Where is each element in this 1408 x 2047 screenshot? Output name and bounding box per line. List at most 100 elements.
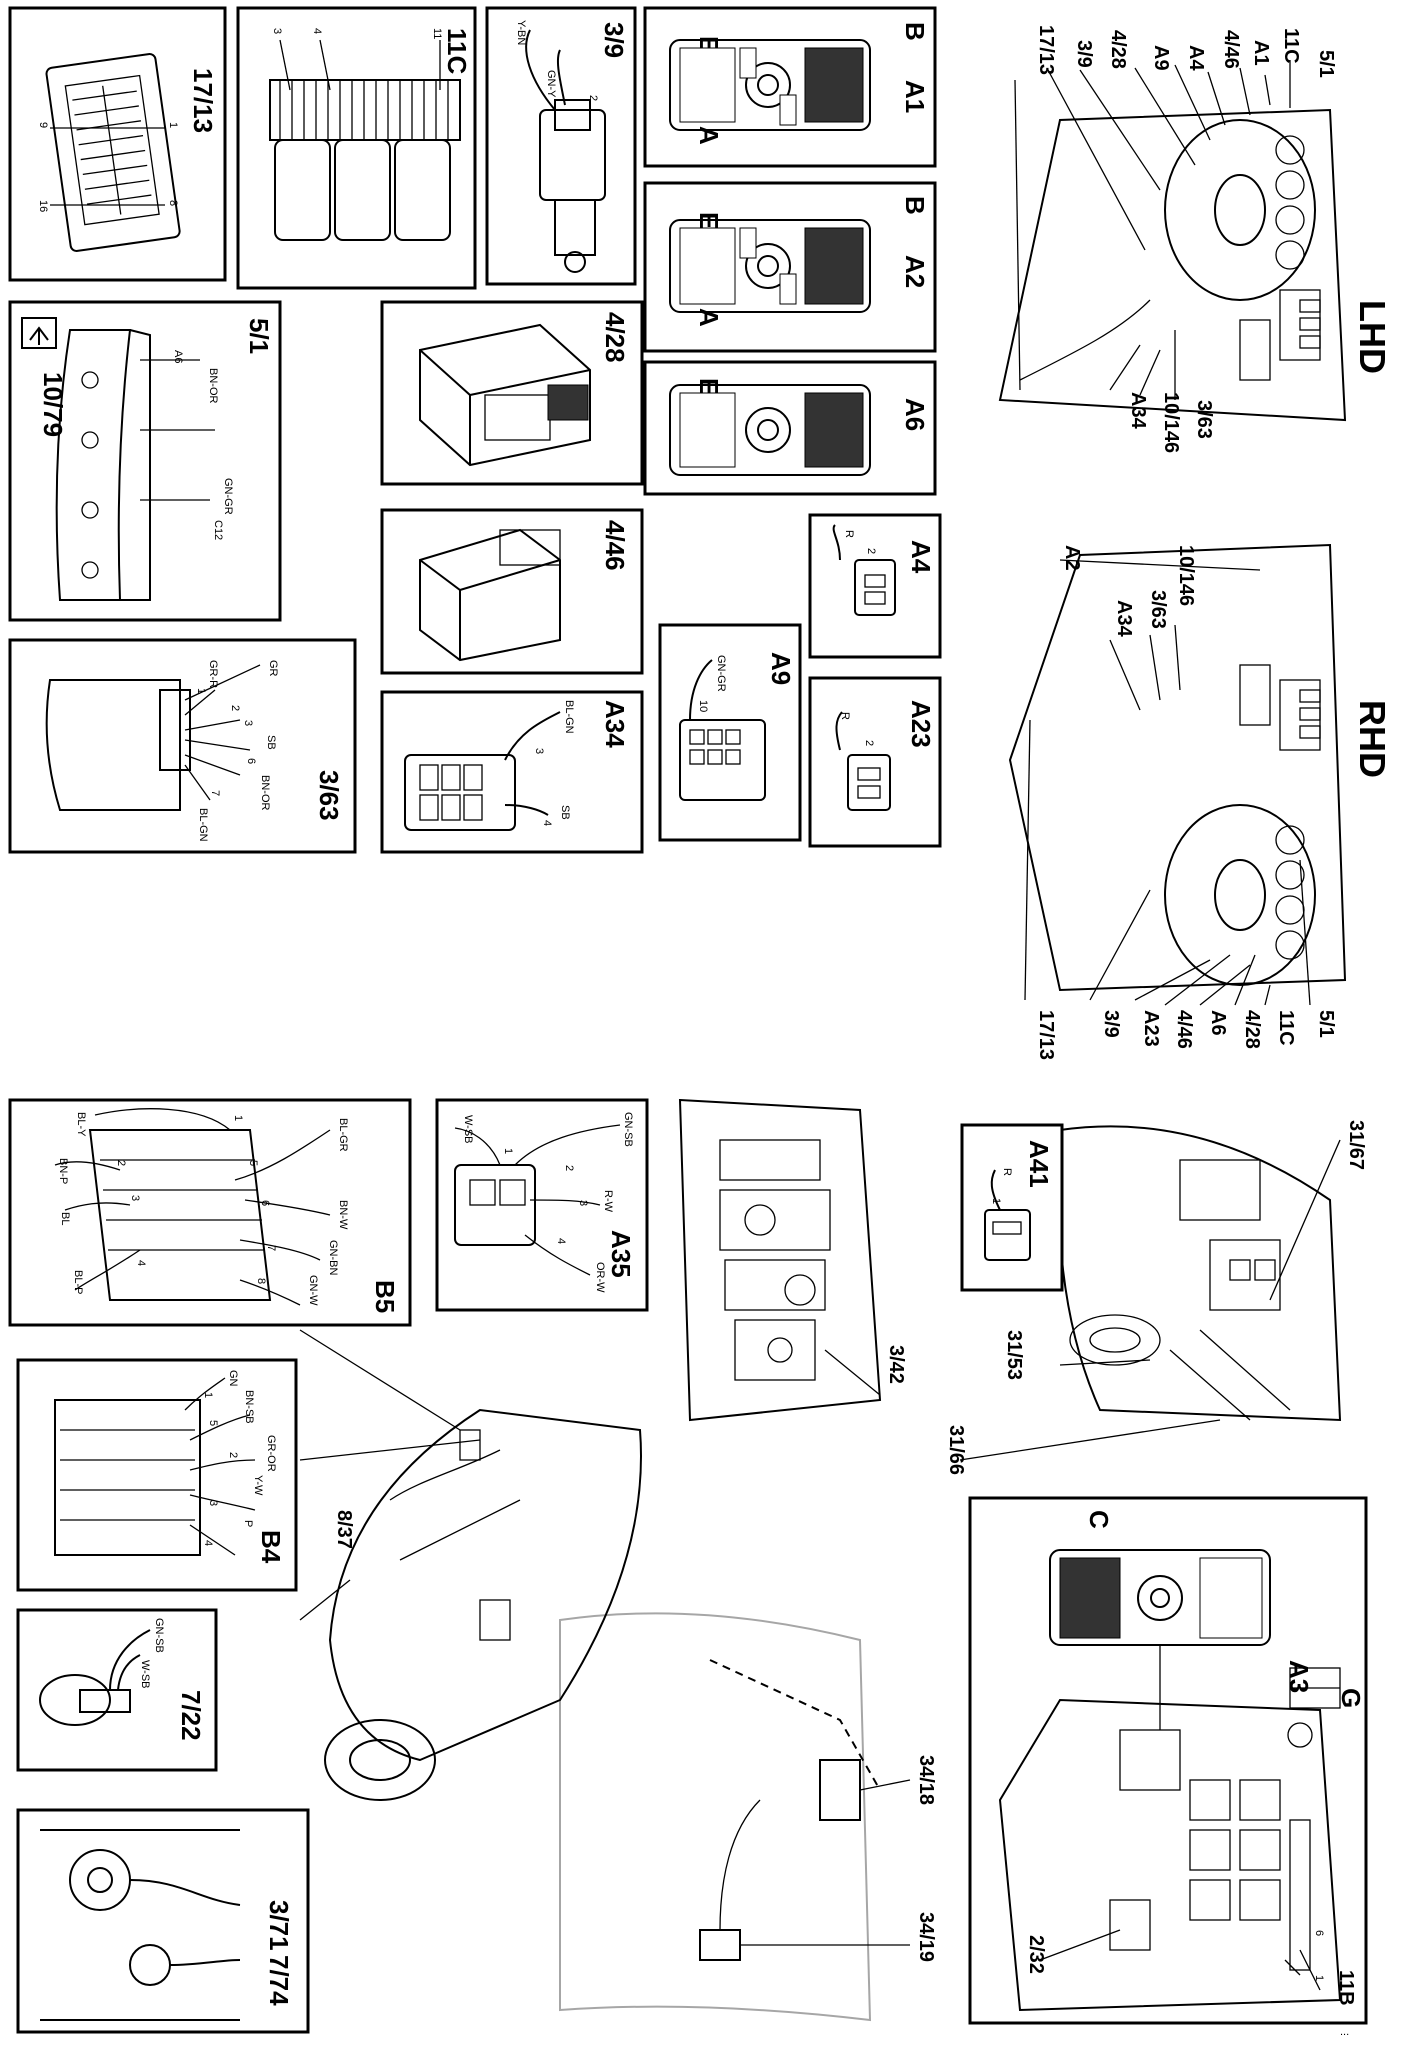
svg-text:3: 3 bbox=[271, 28, 283, 34]
box-a2-label: A2 bbox=[900, 255, 930, 288]
box-a4: A4 R 2 bbox=[808, 513, 942, 659]
svg-text:R-W: R-W bbox=[602, 1190, 614, 1213]
box-a1-label: A1 bbox=[900, 80, 930, 113]
svg-text:10/146: 10/146 bbox=[1175, 545, 1197, 606]
rhd-title: RHD bbox=[1352, 700, 1393, 778]
svg-text:6: 6 bbox=[245, 758, 257, 764]
svg-text:31/67: 31/67 bbox=[1345, 1120, 1367, 1170]
svg-text:7: 7 bbox=[209, 790, 221, 796]
svg-text:4/28: 4/28 bbox=[1107, 30, 1129, 69]
svg-text:2: 2 bbox=[863, 740, 875, 746]
svg-text:BL-GR: BL-GR bbox=[337, 1118, 349, 1152]
box-17-13-label: 17/13 bbox=[188, 68, 218, 133]
box-4-28: 4/28 bbox=[380, 300, 644, 486]
svg-text:A1: A1 bbox=[1250, 40, 1272, 66]
svg-text:BN-W: BN-W bbox=[337, 1200, 349, 1230]
svg-text:1: 1 bbox=[167, 122, 179, 128]
svg-text:7: 7 bbox=[265, 1245, 277, 1251]
svg-text:11C: 11C bbox=[1275, 1010, 1297, 1046]
box-3-63: 3/63 GR GR-R 1 2 3 SB 6 BN-OR 7 BL-GN bbox=[8, 638, 357, 854]
svg-text:1: 1 bbox=[502, 1148, 514, 1154]
svg-text:4: 4 bbox=[202, 1540, 214, 1546]
engine-bay-view: 3/42 bbox=[678, 1098, 907, 1422]
svg-text:SB: SB bbox=[559, 805, 571, 820]
box-b5: B5 BL-Y 1 BL-GR BN-P 2 5 BN-W BL 3 6 GN-… bbox=[8, 1098, 412, 1327]
box-a3-fusebox: A3 C G 2/32 11B 6 1 bbox=[968, 1496, 1368, 2025]
box-5-1-label: 5/1 bbox=[244, 318, 274, 354]
engine-bay-callout: 3/42 bbox=[885, 1345, 907, 1384]
svg-text:17/13: 17/13 bbox=[1035, 25, 1057, 75]
svg-text:SB: SB bbox=[265, 735, 277, 750]
box-7-22: 7/22 GN-SB W-SB bbox=[16, 1608, 218, 1772]
box-a6-label: A6 bbox=[900, 398, 930, 431]
svg-text:BL-GN: BL-GN bbox=[197, 808, 209, 842]
svg-text:3: 3 bbox=[242, 720, 254, 726]
footer-code: ... bbox=[1340, 2026, 1349, 2038]
svg-text:2: 2 bbox=[229, 705, 241, 711]
svg-text:31/66: 31/66 bbox=[945, 1425, 967, 1475]
rhd-dashboard-view: RHD A2 10/146 3/63 A34 17/13 3/9 A23 4/4… bbox=[1008, 543, 1393, 1060]
svg-text:8: 8 bbox=[167, 200, 179, 206]
cab-interior-view: 31/67 31/53 31/66 bbox=[945, 1120, 1367, 1475]
box-5-1: 5/1 10/79 A6 BN-OR GN-GR C12 bbox=[8, 300, 282, 622]
svg-text:4: 4 bbox=[555, 1238, 567, 1244]
svg-text:BL: BL bbox=[59, 1212, 71, 1225]
box-b5-label: B5 bbox=[370, 1280, 400, 1313]
svg-text:9: 9 bbox=[37, 122, 49, 128]
svg-text:E: E bbox=[694, 378, 724, 395]
svg-text:GN: GN bbox=[227, 1370, 239, 1387]
svg-text:A6: A6 bbox=[172, 350, 184, 363]
svg-text:A9: A9 bbox=[1150, 45, 1172, 71]
svg-text:10: 10 bbox=[697, 700, 709, 712]
svg-text:1: 1 bbox=[195, 688, 207, 694]
svg-text:5/1: 5/1 bbox=[1315, 1010, 1337, 1038]
box-a34: A34 BL-GN 3 SB 4 bbox=[380, 690, 644, 854]
svg-text:1: 1 bbox=[202, 1392, 214, 1398]
svg-text:3: 3 bbox=[129, 1195, 141, 1201]
svg-text:4: 4 bbox=[541, 820, 553, 826]
svg-text:A: A bbox=[694, 308, 724, 327]
svg-text:10/146: 10/146 bbox=[1160, 392, 1182, 453]
box-a34-label: A34 bbox=[600, 700, 630, 748]
svg-text:A23: A23 bbox=[1140, 1010, 1162, 1047]
box-a4-label: A4 bbox=[906, 540, 936, 574]
svg-text:2/32: 2/32 bbox=[1025, 1935, 1047, 1974]
lhd-title: LHD bbox=[1352, 300, 1393, 374]
box-3-71-label: 3/71 bbox=[264, 1900, 294, 1951]
svg-text:BL-GN: BL-GN bbox=[563, 700, 575, 734]
svg-text:R: R bbox=[839, 712, 851, 720]
box-7-22-label: 7/22 bbox=[176, 1690, 206, 1741]
svg-text:4/46: 4/46 bbox=[1173, 1010, 1195, 1049]
svg-text:2: 2 bbox=[563, 1165, 575, 1171]
svg-text:11: 11 bbox=[431, 28, 443, 39]
svg-text:GN-GR: GN-GR bbox=[222, 478, 234, 515]
box-a35-label: A35 bbox=[606, 1230, 636, 1278]
box-b4-label: B4 bbox=[256, 1530, 286, 1564]
svg-text:GN-SB: GN-SB bbox=[622, 1112, 634, 1147]
svg-text:5/1: 5/1 bbox=[1315, 50, 1337, 78]
box-a9: A9 GN-GR 10 bbox=[658, 623, 802, 842]
svg-text:6: 6 bbox=[259, 1200, 271, 1206]
box-4-28-label: 4/28 bbox=[600, 312, 630, 363]
box-11c: 11C 3 4 11 bbox=[236, 6, 477, 290]
svg-text:16: 16 bbox=[37, 200, 49, 212]
svg-text:3/9: 3/9 bbox=[1100, 1010, 1122, 1038]
svg-text:11B: 11B bbox=[1335, 1970, 1357, 2006]
box-a35: A35 W-SB 1 GN-SB 2 R-W 3 4 OR-W bbox=[435, 1098, 649, 1312]
gearbox-callout: 8/37 bbox=[333, 1510, 355, 1549]
box-3-71-sublabel: 7/74 bbox=[264, 1955, 294, 2006]
svg-text:34/19: 34/19 bbox=[915, 1912, 937, 1962]
box-a2: A2 B A C E bbox=[643, 181, 937, 353]
svg-text:1: 1 bbox=[990, 1198, 1002, 1204]
svg-text:2: 2 bbox=[865, 548, 877, 554]
box-a6: A6 A E bbox=[643, 360, 937, 496]
svg-text:2: 2 bbox=[115, 1160, 127, 1166]
svg-text:4/28: 4/28 bbox=[1241, 1010, 1263, 1049]
svg-text:A6: A6 bbox=[1207, 1010, 1229, 1036]
svg-text:W-SB: W-SB bbox=[139, 1660, 151, 1689]
svg-text:Y-BN: Y-BN bbox=[515, 20, 527, 45]
svg-text:A34: A34 bbox=[1127, 392, 1149, 430]
svg-text:34/18: 34/18 bbox=[915, 1755, 937, 1805]
svg-text:OR-W: OR-W bbox=[594, 1262, 606, 1293]
